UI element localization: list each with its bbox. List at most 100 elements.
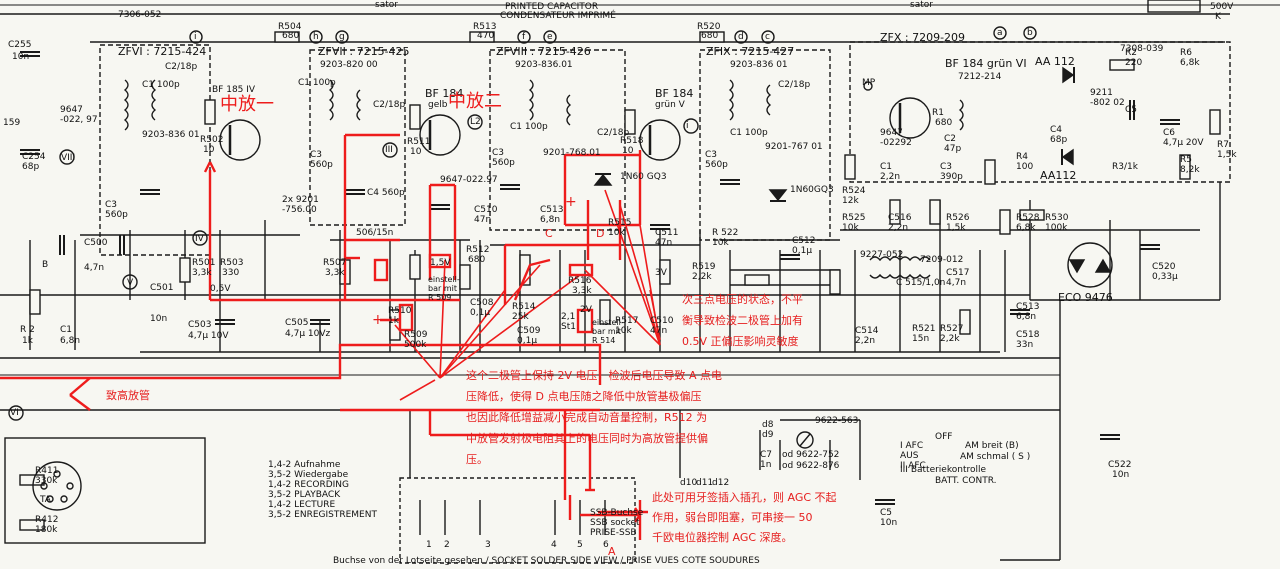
c7: C7	[760, 450, 773, 460]
c1-left-value: 6,8n	[60, 336, 81, 346]
pin-2: 2	[444, 540, 450, 550]
r504: R504	[278, 22, 302, 32]
roman-iv: IV	[195, 234, 204, 244]
c1-stage2: C1 100p	[298, 78, 336, 88]
r512-value: 680	[468, 255, 486, 265]
diode-1n60b: 1N60GQ3	[790, 185, 834, 195]
r511-value: 10	[410, 147, 422, 157]
c513-value: 6,8n	[1016, 312, 1037, 322]
transistor-bf184-grun-vi: BF 184 grün VI	[945, 57, 1027, 70]
c522: C522	[1108, 460, 1132, 470]
part-9211: 9211 -802 02	[1090, 88, 1125, 108]
r4-right: R4	[1016, 152, 1028, 162]
r528-value: 6,8k	[1016, 223, 1036, 233]
marker-b: b	[1027, 28, 1033, 38]
ssb-socket: SSB socket	[590, 518, 640, 528]
r6-value: 6,8k	[1180, 58, 1200, 68]
d10-label: d10	[680, 478, 698, 488]
c515: C 515/1,0n	[896, 278, 946, 288]
part-number-7306: 7306-052	[118, 10, 162, 20]
marker-a: a	[997, 28, 1003, 38]
c2-right-value: 47p	[944, 144, 962, 154]
voltage-500v: 500V	[1210, 2, 1234, 12]
marker-i: i	[194, 32, 197, 42]
c506: C513	[540, 205, 564, 215]
r2-right-value: 220	[1125, 58, 1143, 68]
point-a: A	[608, 545, 616, 558]
legend-line-6: 3,5-2 ENREGISTREMENT	[268, 510, 377, 520]
ssb-buchse: SSB-Buchse	[590, 508, 644, 518]
note-mid-line-2: 压降低，使得 D 点电压随之降低中放管基极偏压	[466, 390, 702, 403]
c1-right-value: 2,2n	[880, 172, 901, 182]
c518-value: 33n	[1016, 340, 1034, 350]
note-bottom-line-1: 此处可用牙签插入插孔，则 AGC 不起	[652, 491, 837, 504]
condensateur-label: CONDENSATEUR IMPRIMÉ	[500, 11, 616, 21]
r524: R524	[842, 186, 866, 196]
c3-stage2: C3 560p	[310, 150, 333, 170]
stage-zfx: ZFX : 7209-209	[880, 31, 966, 44]
c503: C503	[188, 320, 212, 330]
plus-sign-1: +	[372, 312, 384, 328]
switch-aus: AUS	[900, 451, 919, 461]
r527-value: 2,2k	[940, 334, 960, 344]
marker-g: g	[339, 32, 345, 42]
c520-value: 0,33μ	[1152, 272, 1178, 282]
part-9647-mid: 9647-022.97	[440, 175, 498, 185]
diode-aa112-top: AA 112	[1035, 55, 1075, 68]
c514: C514	[855, 326, 879, 336]
r520-value: 680	[701, 31, 719, 41]
switch-off: OFF	[935, 432, 953, 442]
r502: R502	[200, 135, 224, 145]
transistor-bf185: BF 185 IV	[212, 85, 256, 95]
pin-6: 6	[603, 540, 609, 550]
r2-left-value: 1k	[22, 336, 33, 346]
c518: C518	[1016, 330, 1040, 340]
c508-value: 0,1μ	[470, 308, 491, 318]
c4-right-value: 68p	[1050, 135, 1068, 145]
part-7209: 7209-012	[920, 255, 964, 265]
point-c: C	[545, 227, 553, 240]
c3-stage4: C3 560p	[705, 150, 728, 170]
voltage-0-5v: 0,5V	[210, 284, 231, 294]
r7-value: 1,5k	[1217, 150, 1237, 160]
r518-value: 10	[622, 146, 634, 156]
transistor-gelb: gelb	[428, 100, 448, 110]
c505: C505	[285, 318, 309, 328]
r517: R517	[615, 316, 639, 326]
r521: R521	[912, 324, 936, 334]
c2-stage1: C2/18p	[165, 62, 198, 72]
annotation-note-top: 次三点电压的状态，不平 衡导致检波二极管上加有 0.5V 正偏压影响灵敏度	[682, 294, 803, 348]
sator-label-right: sator	[910, 0, 933, 10]
r503: R503	[220, 258, 244, 268]
legend-line-1: 1,4-2 Aufnahme	[268, 460, 341, 470]
part-9622-752: od 9622-752	[782, 450, 840, 460]
roman-i: i	[686, 121, 689, 131]
c511-value: 47n	[655, 238, 673, 248]
note-mid-line-5: 压。	[466, 453, 488, 466]
c505-value: 4,7μ 10Vz	[285, 329, 331, 339]
roman-v: V	[127, 278, 134, 288]
prise-ssb: PRISE-SSB	[590, 528, 637, 538]
r504-value: 680	[282, 31, 300, 41]
r519: R519	[692, 262, 716, 272]
r2-right: R2	[1125, 48, 1137, 58]
roman-iii: III	[385, 145, 393, 155]
c522-value: 10n	[1112, 470, 1130, 480]
legend-line-3: 1,4-2 RECORDING	[268, 480, 349, 490]
r511: R511	[407, 137, 431, 147]
part-7212: 7212-214	[958, 72, 1002, 82]
r525: R525	[842, 213, 866, 223]
r528: R528	[1016, 213, 1040, 223]
c255: C255	[8, 40, 32, 50]
r530-value: 100k	[1045, 223, 1068, 233]
voltage-1-5v: 1,5V	[430, 258, 451, 268]
c512: C512	[792, 236, 816, 246]
c6-value: 4,7μ 20V	[1163, 138, 1204, 148]
c2-stage4: C2/18p	[778, 80, 811, 90]
c3-right: C3	[940, 162, 953, 172]
note-mid-line-4: 中放管发射极电阻其上的电压同时为高放管提供偏	[466, 432, 708, 445]
r5: R5	[1180, 155, 1192, 165]
switch-iii: III Batteriekontrolle	[900, 465, 987, 475]
r510-value: 1k	[388, 316, 399, 326]
r5-value: 8,2k	[1180, 165, 1200, 175]
